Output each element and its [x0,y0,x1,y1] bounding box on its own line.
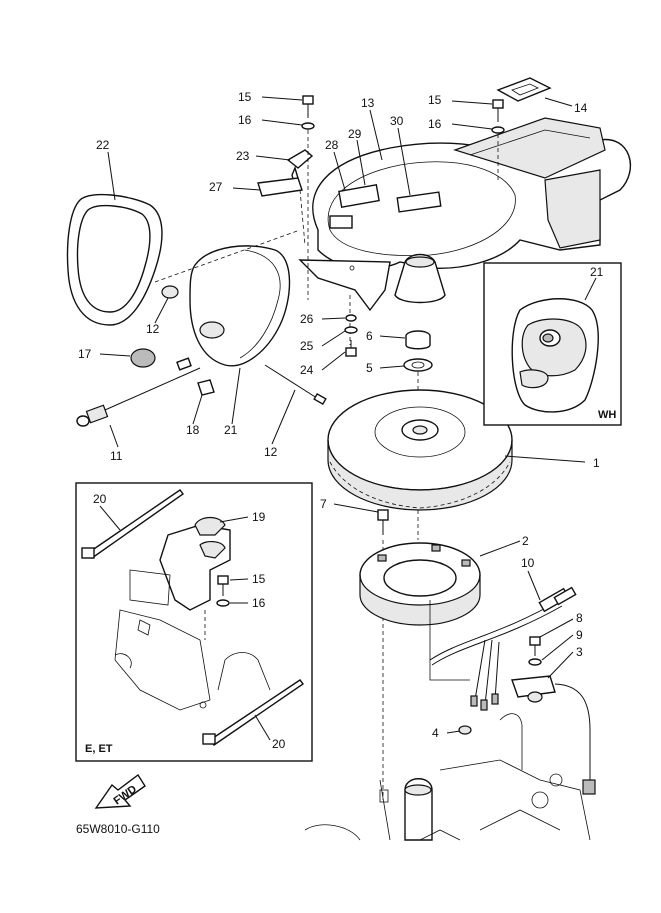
callout-13: 13 [361,96,375,110]
callout-23: 23 [236,149,250,163]
cable-11 [76,357,201,427]
leader-lines [99,96,597,741]
inset-e-et: E, ET [75,482,313,762]
collar-26 [345,314,357,322]
callout-6: 6 [366,329,373,343]
nut-6 [405,330,431,350]
callout-2: 2 [522,534,529,548]
callout-5: 5 [366,361,373,375]
callout-30: 30 [390,114,404,128]
callout-26: 26 [300,312,314,326]
callout-11: 11 [110,449,123,463]
callout-8: 8 [576,611,583,625]
diagram-code: 65W8010-G110 [76,822,160,836]
callout-25: 25 [300,339,314,353]
bolt-8 [529,636,541,656]
callout-27: 27 [209,180,223,194]
flywheel-1 [327,389,513,511]
washer-9 [528,658,542,666]
callout-20-bottom: 20 [272,737,286,751]
bolt-7 [377,509,389,535]
callout-20-top: 20 [93,492,107,506]
callout-16-inset: 16 [252,596,266,610]
seal-22 [66,193,163,326]
callout-15-right: 15 [428,93,442,107]
callout-1: 1 [593,456,600,470]
grommet-12-left [161,285,179,299]
callout-17: 17 [78,347,92,361]
bolt-15-left [301,95,315,130]
callout-9: 9 [576,628,583,642]
inset-e-et-label: E, ET [85,743,113,755]
flywheel-cover [298,117,631,312]
callout-19: 19 [252,510,266,524]
cap-17 [130,348,156,368]
lead-wire-10 [429,586,577,711]
callout-3: 3 [576,645,583,659]
fwd-arrow: FWD [94,773,146,809]
callout-29: 29 [348,127,362,141]
callout-28: 28 [325,138,339,152]
callout-7: 7 [320,497,327,511]
decal-14 [496,77,552,102]
pulser-coil-3 [511,675,596,795]
callout-labels: 15 16 23 27 22 13 29 28 30 15 16 14 21 2… [78,90,604,751]
inset-wh-label: WH [598,409,616,421]
callout-22: 22 [96,138,110,152]
callout-16-right: 16 [428,117,442,131]
label-18 [197,379,215,396]
callout-10: 10 [521,556,535,570]
callout-18: 18 [186,423,200,437]
label-27 [257,177,303,197]
callout-21-inset: 21 [590,265,604,279]
callout-15: 15 [238,90,252,104]
callout-12-left: 12 [146,322,160,336]
silencer-21 [189,245,291,367]
pin-4 [458,725,472,735]
callout-21: 21 [224,423,238,437]
callout-14: 14 [574,101,588,115]
callout-4: 4 [432,726,439,740]
stator-2 [359,542,481,626]
crankcase [304,600,591,841]
bolt-15-right [491,99,505,180]
callout-16: 16 [238,113,252,127]
callout-24: 24 [300,363,314,377]
washer-25 [344,326,358,334]
washer-5 [403,358,433,372]
inset-wh: WH [483,262,622,426]
callout-15-inset: 15 [252,572,266,586]
bolt-24 [345,340,357,357]
callout-12-right: 12 [264,445,278,459]
